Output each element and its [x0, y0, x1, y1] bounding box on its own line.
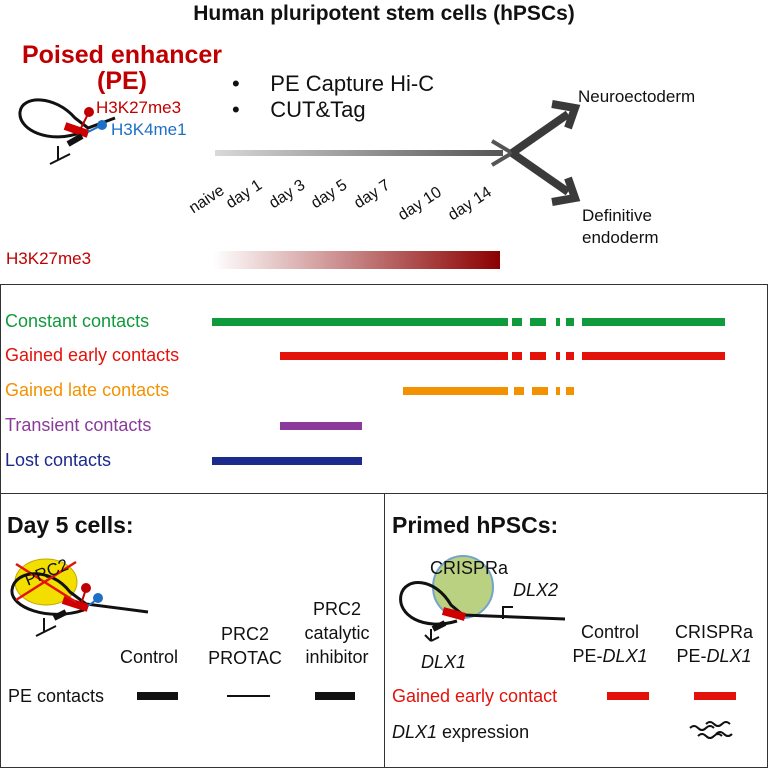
col2-line2: PE-DLX1 — [662, 644, 766, 668]
dlx1-promoter-segment — [431, 620, 447, 632]
method-1-label: PE Capture Hi-C — [270, 71, 435, 96]
endoderm-line2: endoderm — [582, 228, 659, 247]
protac-line1: PRC2 — [220, 624, 269, 644]
day5-heading: Day 5 cells: — [7, 512, 134, 538]
endo-arrowhead-icon — [551, 176, 581, 206]
primed-heading: Primed hPSCs: — [392, 512, 559, 538]
strike-line-2 — [15, 562, 77, 604]
k4-dot — [97, 120, 107, 130]
chromatin-loop — [399, 581, 566, 626]
crispra-loop-diagram — [399, 555, 566, 642]
gained-early-contacts-label: Gained early contacts — [5, 345, 180, 365]
col1-line2: PE-DLX1 — [562, 644, 658, 668]
lost-contacts-label: Lost contacts — [5, 450, 112, 470]
neuro-arrowhead-icon — [551, 100, 581, 130]
chromatin-loop — [10, 572, 149, 616]
method-bullet-2: • CUT&Tag — [232, 97, 366, 122]
neuro-arrow — [509, 110, 571, 157]
pe-title-line1: Poised enhancer — [21, 41, 223, 69]
enhancer-segment — [63, 122, 90, 138]
dlx2-arrow-icon — [502, 606, 513, 619]
inhib-line3: inhibitor — [305, 647, 369, 667]
tss-arrow-icon — [35, 618, 57, 637]
enhancer-segment — [61, 596, 90, 612]
pe-contacts-row-label: PE contacts — [8, 686, 105, 706]
prc2-loop-diagram — [10, 558, 149, 637]
h3k27me3-mark-label: H3K27me3 — [96, 98, 182, 117]
k27-stalk — [79, 113, 89, 131]
endo-arrow — [509, 149, 571, 196]
day5-col-protac: PRC2 PROTAC — [200, 622, 290, 670]
col2-gene: DLX1 — [706, 646, 752, 666]
primed-result-marks — [607, 692, 736, 739]
tss-arrow-icon — [49, 146, 71, 165]
primed-col-control: Control PE-DLX1 — [562, 620, 658, 668]
h3k27me3-track-label: H3K27me3 — [6, 249, 92, 268]
col1-pe: PE- — [572, 646, 603, 666]
neuroectoderm-label: Neuroectoderm — [578, 87, 696, 106]
dlx2-label: DLX2 — [513, 580, 559, 600]
pe-contacts-bars — [137, 692, 355, 700]
dlx1-expression-row-label: DLX1 expression — [392, 722, 529, 743]
endoderm-line1: Definitive — [582, 206, 652, 225]
dlx1-arrow-icon — [424, 629, 440, 642]
protac-line2: PROTAC — [208, 648, 282, 668]
day5-col-inhibitor: PRC2 catalytic inhibitor — [292, 597, 382, 669]
dlx1-expr-text: expression — [437, 722, 530, 742]
transient-contacts-label: Transient contacts — [5, 415, 152, 435]
k27-dot — [84, 107, 94, 117]
method-bullet-1: • PE Capture Hi-C — [232, 71, 435, 96]
k27-dot — [81, 583, 91, 593]
endoderm-label: Definitive endoderm — [582, 205, 659, 249]
contact-bars — [212, 318, 725, 465]
figure-title: Human pluripotent stem cells (hPSCs) — [193, 2, 575, 25]
pe-loop-diagram — [18, 98, 116, 165]
col1-gene: DLX1 — [602, 646, 648, 666]
mrna-squiggle-icon — [689, 721, 733, 739]
pe-title: Poised enhancer (PE) — [12, 42, 232, 94]
primed-col-crispra: CRISPRa PE-DLX1 — [662, 620, 766, 668]
pe-title-line2: (PE) — [97, 67, 147, 95]
gained-late-contacts-label: Gained late contacts — [5, 380, 170, 400]
method-2-label: CUT&Tag — [270, 97, 366, 122]
timeline-shaft — [215, 150, 503, 156]
timeline-graphic — [213, 100, 581, 269]
promoter-segment — [66, 133, 84, 147]
dlx1-expr-gene: DLX1 — [392, 722, 438, 742]
h3k27me3-gradient-bar — [213, 251, 500, 269]
crispra-label: CRISPRa — [430, 558, 509, 578]
day5-col-control: Control — [120, 647, 179, 667]
enhancer-segment — [441, 607, 467, 621]
inhib-line2: catalytic — [304, 623, 370, 643]
gained-early-contact-row-label: Gained early contact — [392, 686, 558, 706]
strike-line-1 — [15, 560, 77, 602]
promoter-segment — [52, 609, 68, 621]
col2-pe: PE- — [676, 646, 707, 666]
h3k4me1-mark-label: H3K4me1 — [111, 120, 187, 139]
inhib-line1: PRC2 — [312, 599, 361, 619]
col1-line1: Control — [580, 622, 640, 642]
dlx1-label: DLX1 — [421, 652, 467, 672]
col2-line1: CRISPRa — [674, 622, 754, 642]
constant-contacts-label: Constant contacts — [5, 311, 150, 331]
chromatin-loop — [18, 98, 116, 139]
